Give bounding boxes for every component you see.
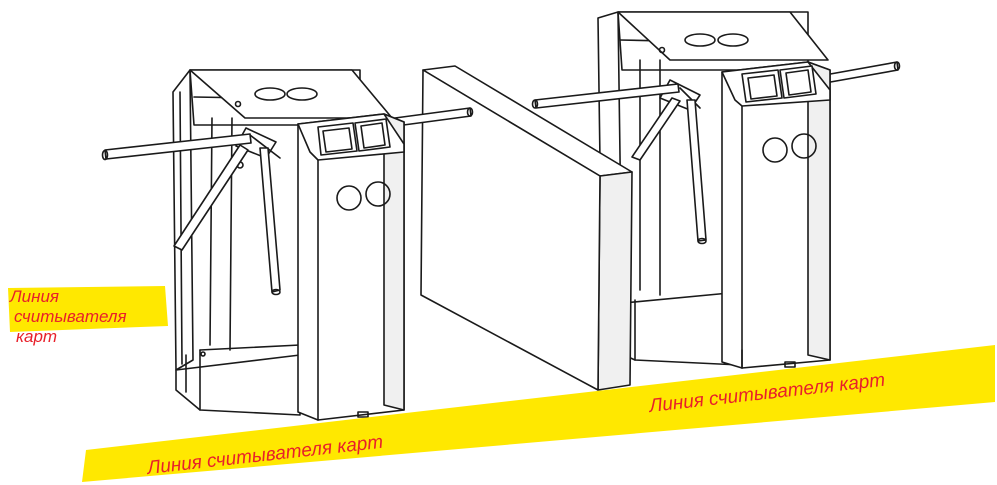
stripe-left	[8, 286, 168, 332]
center-divider-panel	[420, 65, 633, 391]
right-turnstile	[531, 11, 901, 369]
label-left-line2: считывателя	[14, 307, 127, 326]
left-turnstile	[101, 69, 474, 421]
reader-line-stripes	[8, 286, 995, 482]
label-left-line1: Линия	[9, 287, 59, 306]
label-left-line3: карт	[16, 327, 57, 346]
stripe-bottom	[82, 345, 995, 482]
